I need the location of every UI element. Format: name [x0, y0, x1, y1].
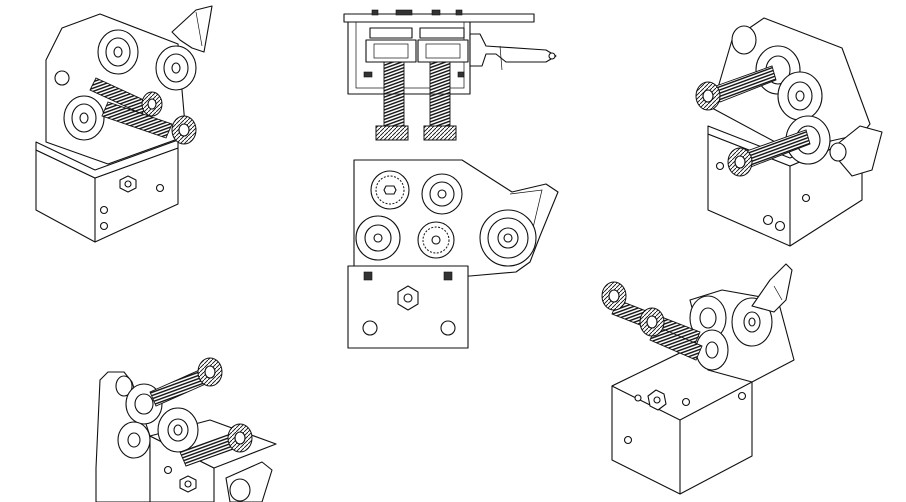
adjustment-screw — [695, 65, 777, 111]
roller — [63, 95, 105, 141]
roller — [479, 209, 537, 267]
roller — [117, 421, 151, 459]
roller — [777, 71, 823, 121]
roller — [731, 297, 773, 347]
iso-view-front-left — [35, 5, 213, 243]
adjustment-screw — [101, 101, 197, 145]
hex-nut — [179, 475, 197, 493]
roller — [155, 45, 197, 91]
adjustment-screw — [179, 423, 253, 467]
adjustment-screw — [639, 307, 703, 361]
iso-view-bottom-left — [95, 357, 277, 502]
roller — [421, 173, 463, 215]
iso-view-bottom-right — [601, 263, 795, 495]
hex-nut — [119, 175, 137, 193]
roller — [355, 215, 401, 261]
adjustment-screw — [149, 357, 223, 407]
roller — [157, 407, 199, 453]
hex-nut — [647, 389, 667, 411]
roller — [97, 29, 139, 75]
roller — [689, 295, 727, 341]
roller — [695, 329, 729, 371]
gear-roller — [417, 221, 455, 259]
ortho-view-front — [347, 159, 559, 349]
ortho-view-top — [343, 9, 557, 141]
iso-view-back-right — [695, 17, 883, 247]
gear-roller — [370, 170, 410, 210]
hex-nut — [397, 285, 419, 311]
adjustment-screw — [727, 129, 811, 177]
